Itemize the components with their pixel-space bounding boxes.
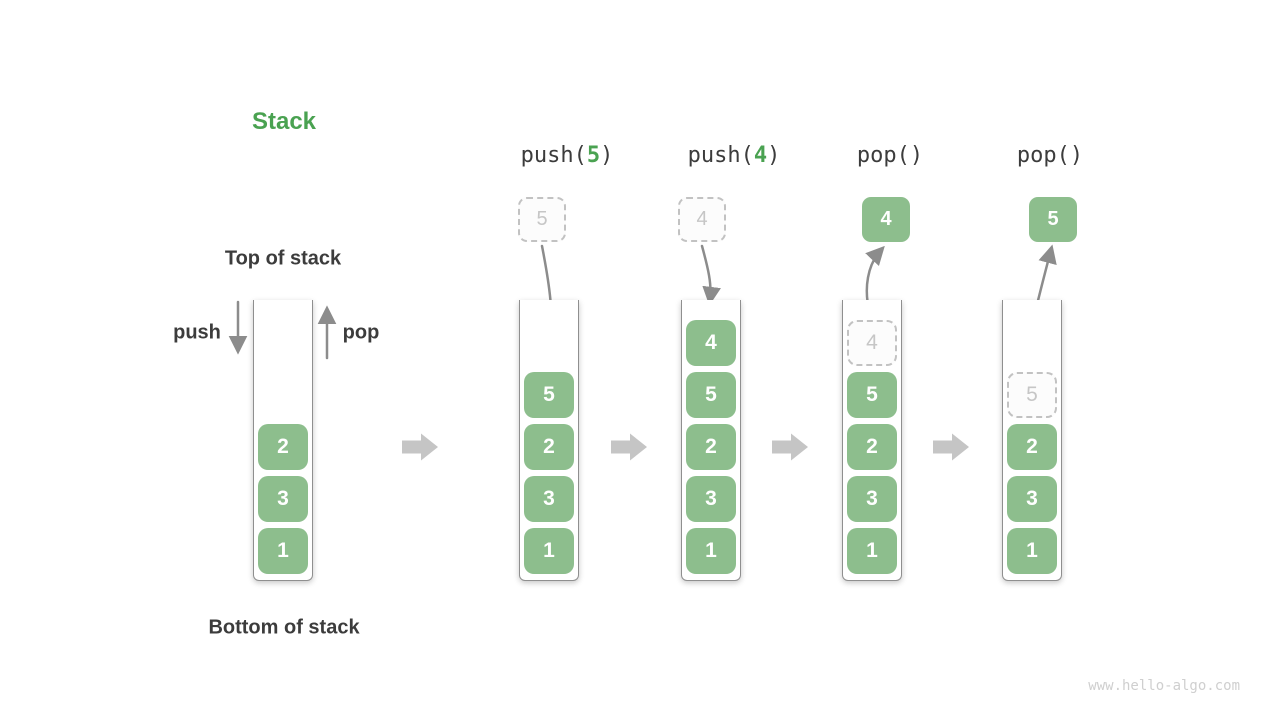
operation-label: push(4) — [688, 143, 781, 168]
step-arrow-icon — [402, 433, 438, 461]
push-4-arrow — [700, 244, 721, 306]
op-suffix: ) — [600, 143, 614, 168]
pop-label: pop — [342, 321, 380, 344]
ghost-cell: 4 — [847, 320, 897, 366]
stack-cell: 3 — [686, 476, 736, 522]
op-suffix: ) — [767, 143, 781, 168]
top-of-stack-label: Top of stack — [224, 247, 342, 270]
op-prefix: pop() — [856, 143, 924, 168]
stack-cell: 3 — [1007, 476, 1057, 522]
pending-push-box: 5 — [518, 197, 566, 242]
bottom-of-stack-label: Bottom of stack — [208, 616, 360, 639]
op-arg: 4 — [753, 143, 768, 168]
stack-cell: 2 — [1007, 424, 1057, 470]
stack-cell: 1 — [847, 528, 897, 574]
stack-cell: 5 — [524, 372, 574, 418]
stack-cell: 5 — [847, 372, 897, 418]
stack-container: 4 5 2 3 1 — [842, 300, 902, 581]
step-arrow-icon — [933, 433, 969, 461]
stack-cell: 3 — [524, 476, 574, 522]
stack-cell: 2 — [847, 424, 897, 470]
stack-cell: 2 — [258, 424, 308, 470]
popped-value-box: 4 — [862, 197, 910, 242]
operation-label: pop() — [857, 143, 923, 168]
diagram-title: Stack — [251, 108, 317, 135]
stack-cell: 1 — [258, 528, 308, 574]
stack-cell: 5 — [686, 372, 736, 418]
popped-value-box: 5 — [1029, 197, 1077, 242]
op-prefix: push( — [687, 143, 754, 168]
op-prefix: pop() — [1016, 143, 1084, 168]
stack-container: 4 5 2 3 1 — [681, 300, 741, 581]
stack-cell: 3 — [847, 476, 897, 522]
stack-container: 5 2 3 1 — [1002, 300, 1062, 581]
pending-push-box: 4 — [678, 197, 726, 242]
step-arrow-icon — [611, 433, 647, 461]
site-watermark: www.hello-algo.com — [1088, 678, 1240, 694]
op-prefix: push( — [520, 143, 587, 168]
ghost-cell: 5 — [1007, 372, 1057, 418]
stack-cell: 1 — [1007, 528, 1057, 574]
stack-cell: 1 — [686, 528, 736, 574]
stack-cell: 1 — [524, 528, 574, 574]
push-label: push — [173, 321, 221, 344]
operation-label: pop() — [1017, 143, 1083, 168]
stack-cell: 2 — [686, 424, 736, 470]
operation-label: push(5) — [521, 143, 614, 168]
stack-container: 2 3 1 — [253, 300, 313, 581]
op-arg: 5 — [586, 143, 601, 168]
stack-cell: 3 — [258, 476, 308, 522]
stack-cell: 4 — [686, 320, 736, 366]
stack-container: 5 2 3 1 — [519, 300, 579, 581]
step-arrow-icon — [772, 433, 808, 461]
stack-cell: 2 — [524, 424, 574, 470]
